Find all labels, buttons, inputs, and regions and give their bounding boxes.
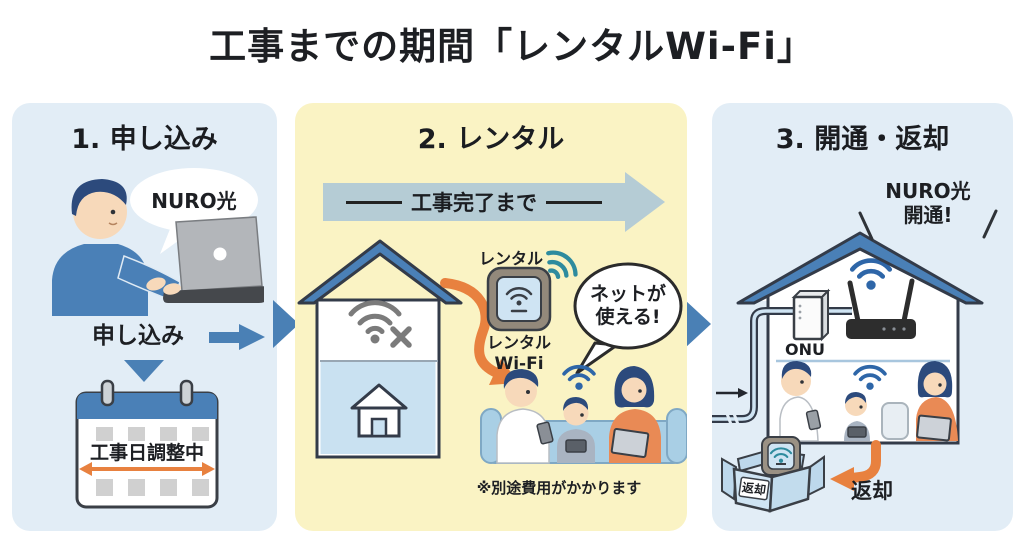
cardboard-box-icon: 返却 — [721, 436, 825, 513]
banner-label: 工事完了まで — [411, 191, 537, 215]
rental-router-icon — [486, 266, 552, 332]
apply-action-label: 申し込み — [92, 323, 184, 349]
nuro-bubble-label: NURO光 — [151, 189, 237, 213]
extra-fee-note: ※別途費用がかかります — [476, 479, 642, 497]
step1-title: 1. 申し込み — [71, 124, 218, 155]
step-transition-arrow-1 — [273, 300, 299, 348]
calendar-icon: 工事日調整中 — [75, 379, 219, 509]
wifi-icon — [562, 364, 596, 390]
onu-label: ONU — [785, 340, 825, 359]
house-no-internet — [297, 239, 463, 459]
return-label: 返却 — [851, 479, 893, 503]
fiber-cable — [712, 307, 852, 428]
banner-dash-left — [346, 200, 402, 204]
family-using-internet — [779, 361, 958, 442]
page-title: 工事までの期間「レンタルWi-Fi」 — [209, 25, 815, 68]
rental-scene-illustration — [297, 239, 687, 464]
until-construction-banner: 工事完了まで — [323, 183, 625, 221]
step-transition-arrow-2 — [685, 300, 711, 348]
panel-step2-rental: 2. レンタル 工事完了まで — [295, 103, 687, 531]
box-label: 返却 — [741, 479, 767, 497]
laptop-icon — [146, 216, 264, 303]
incoming-arrow-icon — [716, 388, 748, 398]
banner-arrow-head-icon — [625, 172, 665, 232]
double-arrow-icon — [79, 462, 215, 476]
wifi-icon — [849, 258, 893, 290]
speech-bubble — [573, 262, 683, 375]
banner-dash-right — [546, 200, 602, 204]
wifi-icon — [853, 364, 887, 390]
house-icon — [350, 383, 408, 438]
device-label-line1: レンタル — [486, 333, 551, 352]
router-icon — [846, 278, 916, 339]
rental-label: レンタル — [479, 249, 544, 268]
applicant-illustration — [52, 168, 264, 316]
activation-scene-illustration: 返却 — [712, 209, 998, 513]
panel-step3-activation-return: 3. 開通・返却 — [712, 103, 1013, 531]
calendar-label: 工事日調整中 — [90, 441, 204, 464]
step3-title: 3. 開通・返却 — [775, 124, 950, 155]
step2-title: 2. レンタル — [417, 124, 565, 155]
net-bubble-line2: 使える! — [595, 306, 661, 328]
wifi-blocked-icon — [348, 300, 402, 344]
activation-callout: NURO光 開通! — [870, 179, 986, 228]
onu-device-icon — [791, 288, 831, 342]
right-arrow-head-icon — [239, 324, 265, 350]
roof — [736, 231, 984, 305]
spare-device-icon — [881, 402, 909, 440]
family-on-couch — [480, 366, 687, 464]
panel-step1-apply: 1. 申し込み NURO光 申し込み — [12, 103, 277, 531]
down-arrow-icon — [124, 360, 164, 382]
net-bubble-line1: ネットが — [589, 283, 666, 305]
callout-line1: NURO光 — [885, 179, 971, 203]
wifi-waves-teal-icon — [546, 250, 578, 280]
callout-emphasis-lines — [858, 209, 998, 241]
orange-curved-arrow-icon — [830, 440, 881, 491]
rental-router-icon — [761, 436, 801, 476]
x-mark-icon — [390, 326, 412, 348]
device-label-line2: Wi-Fi — [494, 354, 544, 374]
right-arrow-icon — [209, 332, 239, 343]
callout-line2: 開通! — [903, 203, 953, 228]
